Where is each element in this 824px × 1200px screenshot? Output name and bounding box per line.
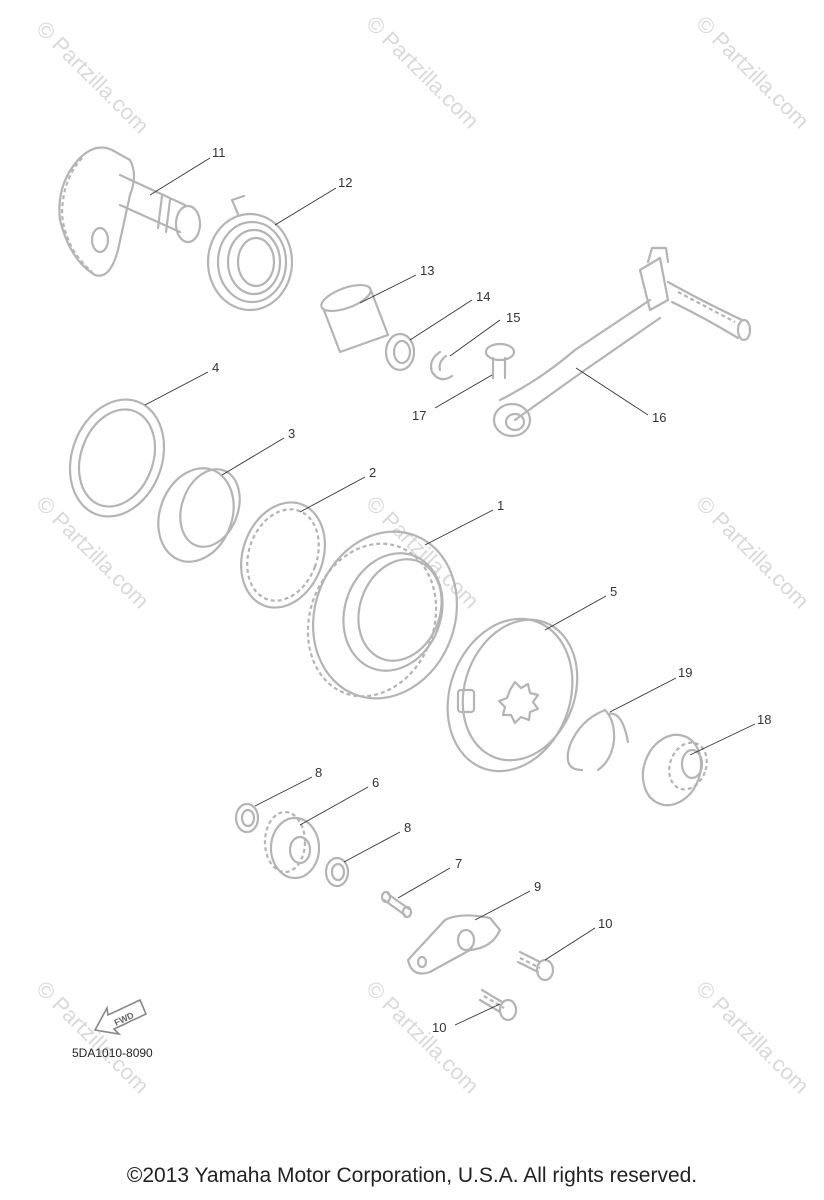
part-2-bearing[interactable] xyxy=(227,491,339,620)
callout-3: 3 xyxy=(288,426,295,441)
callout-8-lower: 8 xyxy=(404,820,411,835)
callout-13: 13 xyxy=(420,263,434,278)
fwd-arrow: FWD xyxy=(93,998,148,1036)
watermark: © Partzilla.com xyxy=(691,976,814,1099)
watermark: © Partzilla.com xyxy=(31,976,154,1099)
part-5-ratchet[interactable] xyxy=(427,601,596,789)
part-10-bolt-lower[interactable] xyxy=(478,988,518,1022)
callout-8-upper: 8 xyxy=(315,765,322,780)
watermark: © Partzilla.com xyxy=(361,976,484,1099)
callout-4: 4 xyxy=(212,360,219,375)
part-19-clip[interactable] xyxy=(566,708,630,772)
callout-11: 11 xyxy=(212,145,226,160)
part-6-idler-gear[interactable] xyxy=(263,810,321,880)
part-16-kick-crank[interactable] xyxy=(492,246,752,438)
callout-16: 16 xyxy=(652,410,666,425)
callout-10-lower: 10 xyxy=(432,1020,446,1035)
part-1-gear[interactable] xyxy=(287,511,480,719)
part-8-washer-lower[interactable] xyxy=(324,856,350,888)
part-3-sleeve[interactable] xyxy=(146,458,250,573)
leader-lines xyxy=(144,157,756,1026)
part-7-pin[interactable] xyxy=(380,890,413,919)
callout-labels: 11 12 13 14 15 17 16 4 3 2 1 5 19 18 8 6… xyxy=(212,145,771,1035)
diagram-code: 5DA1010-8090 xyxy=(72,1046,153,1060)
callout-7: 7 xyxy=(455,856,462,871)
part-15-circlip[interactable] xyxy=(429,350,454,381)
callout-6: 6 xyxy=(372,775,379,790)
part-11-kick-axle[interactable] xyxy=(58,146,202,277)
watermark-group: © Partzilla.com © Partzilla.com © Partzi… xyxy=(31,11,814,1099)
callout-1: 1 xyxy=(497,498,504,513)
callout-17: 17 xyxy=(412,408,426,423)
part-12-spring[interactable] xyxy=(206,194,294,312)
watermark: © Partzilla.com xyxy=(691,11,814,134)
callout-9: 9 xyxy=(534,879,541,894)
part-8-washer-upper[interactable] xyxy=(234,802,260,834)
watermark: © Partzilla.com xyxy=(361,491,484,614)
callout-12: 12 xyxy=(338,175,352,190)
callout-14: 14 xyxy=(476,289,490,304)
watermark: © Partzilla.com xyxy=(691,491,814,614)
part-9-plate[interactable] xyxy=(406,914,502,975)
part-14-washer[interactable] xyxy=(384,332,416,372)
part-4-ring[interactable] xyxy=(54,386,180,530)
callout-2: 2 xyxy=(369,465,376,480)
callout-18: 18 xyxy=(757,712,771,727)
callout-10-upper: 10 xyxy=(598,916,612,931)
part-17-bolt[interactable] xyxy=(484,342,516,380)
part-13-bushing[interactable] xyxy=(318,280,390,354)
callout-19: 19 xyxy=(678,665,692,680)
watermark: © Partzilla.com xyxy=(31,16,154,139)
copyright-notice: ©2013 Yamaha Motor Corporation, U.S.A. A… xyxy=(126,1164,698,1187)
watermark: © Partzilla.com xyxy=(361,11,484,134)
callout-15: 15 xyxy=(506,310,520,325)
callout-5: 5 xyxy=(610,584,617,599)
watermark: © Partzilla.com xyxy=(31,491,154,614)
part-18-gear[interactable] xyxy=(633,727,713,814)
part-10-bolt-upper[interactable] xyxy=(516,950,555,982)
